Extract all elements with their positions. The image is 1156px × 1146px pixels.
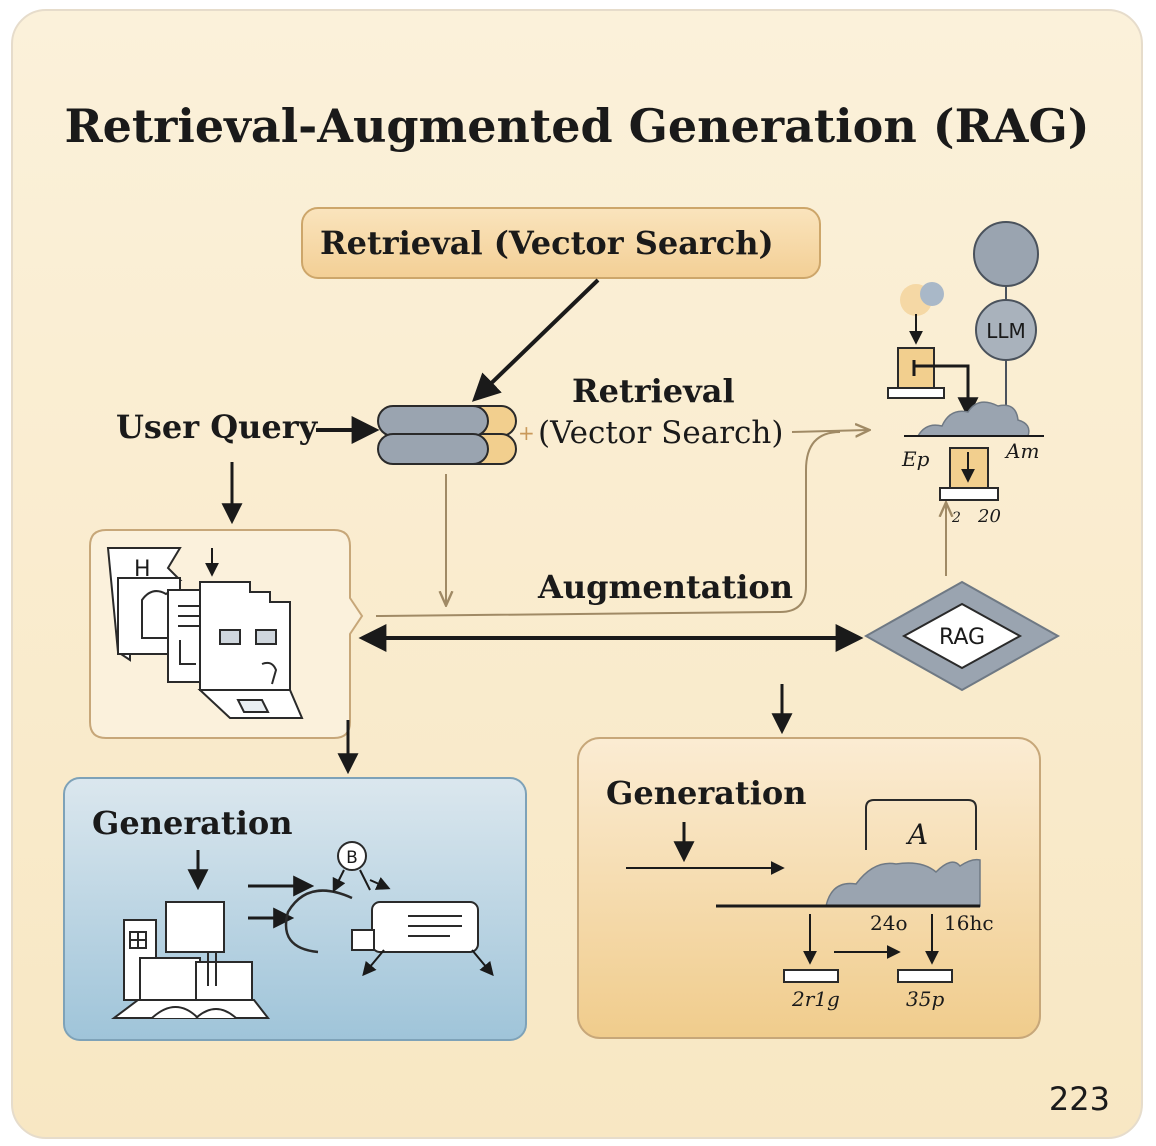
retrieval-side-subtitle: (Vector Search) xyxy=(538,415,783,451)
document-stack-icon xyxy=(106,547,304,719)
value-right: 35p xyxy=(906,987,944,1011)
retrieval-box-label: Retrieval (Vector Search) xyxy=(320,224,774,262)
page-number: 223 xyxy=(1049,1080,1110,1118)
plus-icon: + xyxy=(518,421,535,445)
generation-right-panel: Generation A 24o 16hc 2r1g 35p xyxy=(577,737,1041,1039)
peak-bracket xyxy=(865,799,977,850)
rag-node-label: RAG xyxy=(939,625,985,650)
generation-left-panel: Generation B xyxy=(63,777,527,1041)
document-panel: H xyxy=(89,529,364,739)
tick-left: 24o xyxy=(870,911,908,935)
augmentation-label: Augmentation xyxy=(537,568,793,606)
llm-cloud-shape xyxy=(916,401,1030,437)
building-icon xyxy=(111,901,271,1019)
top-gray-circle xyxy=(973,221,1039,287)
page-title: Retrieval-Augmented Generation (RAG) xyxy=(64,99,1089,153)
tick-right: 16hc xyxy=(944,911,994,935)
llm-small-left: 2 xyxy=(951,510,961,526)
llm-right-label: Am xyxy=(1004,439,1039,463)
user-query-label: User Query xyxy=(116,408,319,446)
rag-node: RAG xyxy=(863,580,1061,692)
area-shape xyxy=(825,858,981,907)
llm-input-box xyxy=(897,347,935,389)
generation-left-label: Generation xyxy=(92,804,292,842)
retrieval-to-llm-arrow xyxy=(791,430,868,432)
augmentation-curve xyxy=(375,431,841,617)
retrieval-to-db-arrow xyxy=(471,278,600,402)
llm-left-label: Ep xyxy=(901,447,930,471)
badge-circle xyxy=(337,841,367,871)
doc-header-letter: H xyxy=(134,557,151,582)
llm-label: LLM xyxy=(986,319,1026,343)
gear-arc-icon xyxy=(284,889,353,954)
document-card-icon xyxy=(351,901,494,977)
vector-database-icon xyxy=(377,405,517,465)
retrieval-side-title: Retrieval xyxy=(572,372,735,410)
generation-right-label: Generation xyxy=(606,774,806,812)
value-left: 2r1g xyxy=(791,987,840,1011)
llm-small-right: 20 xyxy=(977,506,1001,527)
llm-cluster: LLM Ep Am 2 20 xyxy=(887,221,1044,527)
retrieval-box: Retrieval (Vector Search) xyxy=(301,207,821,279)
badge-letter: B xyxy=(346,848,358,868)
peak-label: A xyxy=(905,818,928,851)
